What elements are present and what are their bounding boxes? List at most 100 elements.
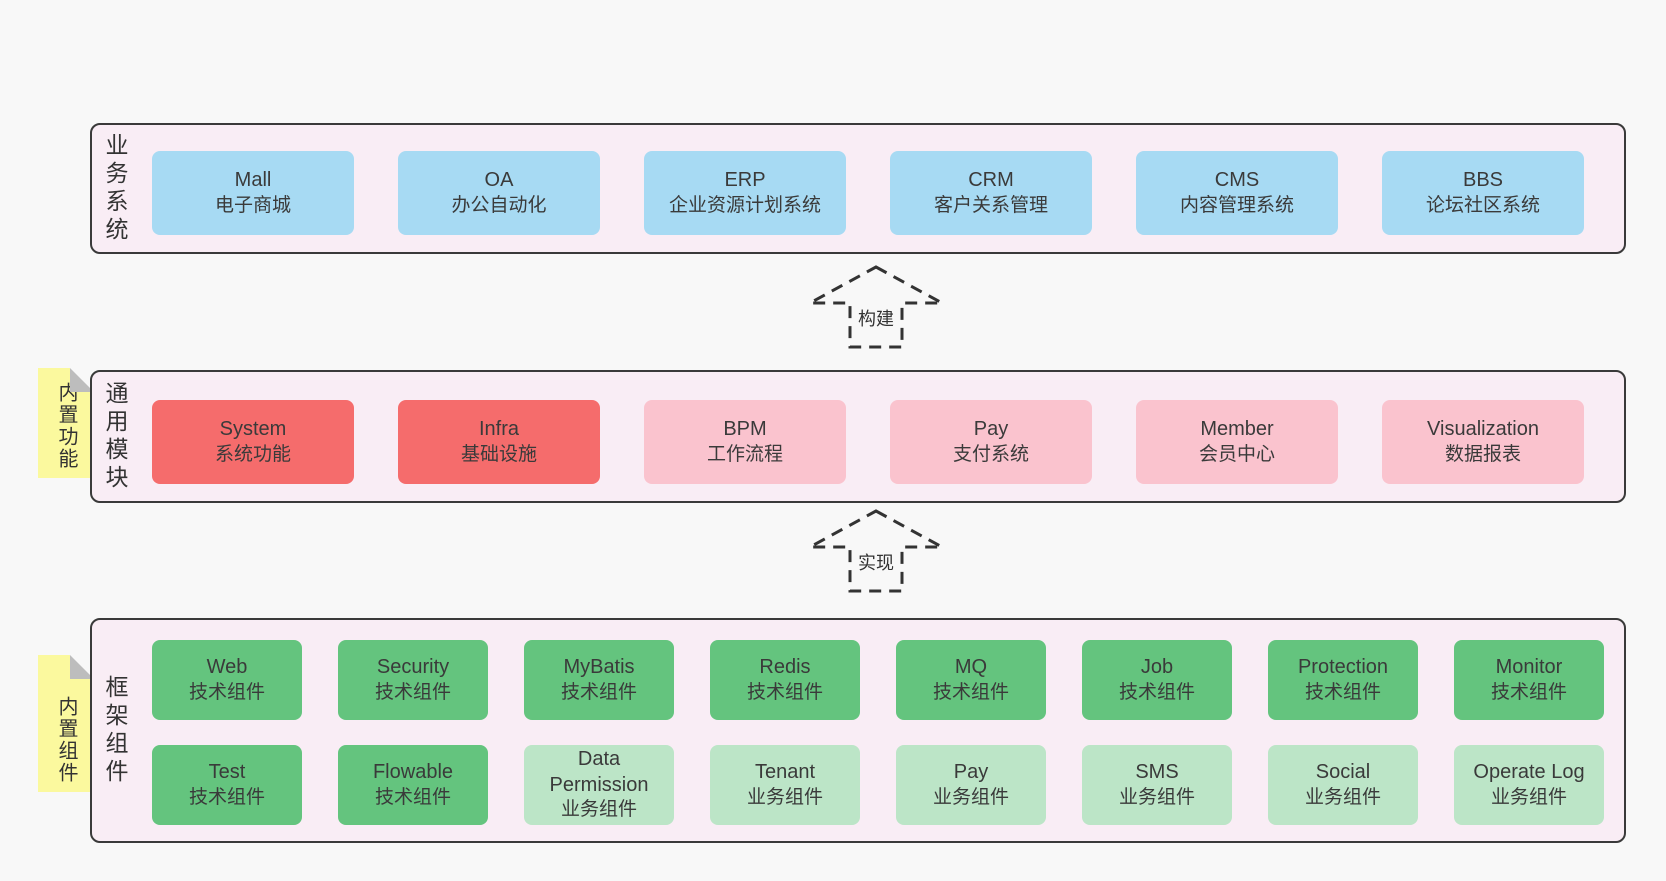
build-arrow-label: 构建 [854,304,898,332]
node-title: MyBatis [563,656,635,679]
node-title: Web [206,656,248,679]
layer-framework-components: 框架组件 Web 技术组件 Security 技术组件 MyBatis 技术组件… [90,618,1626,843]
node-redis: Redis 技术组件 [710,640,860,720]
node-desc: 技术组件 [1490,681,1567,703]
node-oa: OA 办公自动化 [398,151,600,235]
node-desc: 企业资源计划系统 [668,194,821,216]
node-desc: 技术组件 [374,681,451,703]
business-boxes-row: Mall 电子商城 OA 办公自动化 ERP 企业资源计划系统 CRM 客户关系… [152,151,1584,235]
node-title: Mall [234,169,272,192]
node-job: Job 技术组件 [1082,640,1232,720]
node-web: Web 技术组件 [152,640,302,720]
node-title: Job [1140,656,1174,679]
node-protection: Protection 技术组件 [1268,640,1418,720]
node-title: Flowable [372,761,454,784]
node-desc: 系统功能 [214,443,291,465]
node-desc: 技术组件 [188,786,265,808]
node-title: OA [484,169,514,192]
node-desc: 业务组件 [560,799,637,821]
node-desc: 客户关系管理 [933,194,1048,216]
layer-business-systems: 业务系统 Mall 电子商城 OA 办公自动化 ERP 企业资源计划系统 CRM… [90,123,1626,254]
node-desc: 技术组件 [560,681,637,703]
implement-arrow-label: 实现 [854,548,898,576]
node-title: CMS [1214,169,1260,192]
node-desc: 业务组件 [1118,786,1195,808]
node-desc: 业务组件 [932,786,1009,808]
node-crm: CRM 客户关系管理 [890,151,1092,235]
node-title: Pay [953,761,989,784]
sticky-note-label: 内置组件 [55,696,77,784]
node-title: BBS [1462,169,1504,192]
node-title: Pay [973,418,1009,441]
node-title: System [219,418,287,441]
node-infra: Infra 基础设施 [398,400,600,484]
node-title: Protection [1297,656,1389,679]
node-title: CRM [968,169,1014,192]
sticky-note-builtin-components: 内置组件 [38,655,94,792]
node-desc: 工作流程 [706,443,783,465]
node-title: Member [1200,418,1274,441]
node-title: BPM [723,418,767,441]
node-pay-module: Pay 支付系统 [890,400,1092,484]
node-member: Member 会员中心 [1136,400,1338,484]
node-title: MQ [954,656,988,679]
node-title: Tenant [754,761,816,784]
node-bpm: BPM 工作流程 [644,400,846,484]
node-title: Data Permission [549,748,649,796]
node-title: SMS [1135,761,1179,784]
node-test: Test 技术组件 [152,745,302,825]
node-visualization: Visualization 数据报表 [1382,400,1584,484]
node-mybatis: MyBatis 技术组件 [524,640,674,720]
node-data-permission: Data Permission 业务组件 [524,745,674,825]
node-security: Security 技术组件 [338,640,488,720]
node-title: Test [208,761,246,784]
node-title: Redis [759,656,811,679]
node-system: System 系统功能 [152,400,354,484]
node-title: Infra [478,418,520,441]
node-monitor: Monitor 技术组件 [1454,640,1604,720]
node-operate-log: Operate Log 业务组件 [1454,745,1604,825]
sticky-note-builtin-features: 内置功能 [38,368,94,478]
node-desc: 技术组件 [1304,681,1381,703]
node-title: ERP [724,169,766,192]
up-arrow-dashed-icon [809,265,943,349]
layer-framework-side-label: 框架组件 [102,674,128,787]
node-desc: 技术组件 [1118,681,1195,703]
layer-business-side-label: 业务系统 [102,132,128,245]
framework-boxes-grid: Web 技术组件 Security 技术组件 MyBatis 技术组件 Redi… [152,640,1604,825]
node-erp: ERP 企业资源计划系统 [644,151,846,235]
node-desc: 技术组件 [374,786,451,808]
node-mq: MQ 技术组件 [896,640,1046,720]
node-title: Operate Log [1473,761,1585,784]
up-arrow-dashed-icon [809,509,943,593]
node-desc: 办公自动化 [451,194,547,216]
implement-arrow: 实现 [806,508,946,594]
node-title: Social [1315,761,1371,784]
node-title: Monitor [1495,656,1563,679]
node-bbs: BBS 论坛社区系统 [1382,151,1584,235]
node-desc: 数据报表 [1444,443,1521,465]
layer-modules-side-label: 通用模块 [102,380,128,493]
build-arrow: 构建 [806,264,946,350]
sticky-note-label: 内置功能 [55,382,77,470]
node-tenant: Tenant 业务组件 [710,745,860,825]
modules-boxes-row: System 系统功能 Infra 基础设施 BPM 工作流程 Pay 支付系统… [152,400,1584,484]
node-mall: Mall 电子商城 [152,151,354,235]
node-desc: 技术组件 [746,681,823,703]
node-title: Visualization [1427,418,1539,441]
node-desc: 论坛社区系统 [1425,194,1540,216]
node-desc: 业务组件 [1490,786,1567,808]
node-sms: SMS 业务组件 [1082,745,1232,825]
node-desc: 技术组件 [188,681,265,703]
node-desc: 业务组件 [746,786,823,808]
node-social: Social 业务组件 [1268,745,1418,825]
node-desc: 电子商城 [214,194,291,216]
node-desc: 业务组件 [1304,786,1381,808]
node-flowable: Flowable 技术组件 [338,745,488,825]
layer-common-modules: 通用模块 System 系统功能 Infra 基础设施 BPM 工作流程 Pay… [90,370,1626,503]
node-desc: 基础设施 [460,443,537,465]
node-desc: 内容管理系统 [1179,194,1294,216]
node-desc: 支付系统 [952,443,1029,465]
node-title: Security [376,656,450,679]
node-desc: 技术组件 [932,681,1009,703]
